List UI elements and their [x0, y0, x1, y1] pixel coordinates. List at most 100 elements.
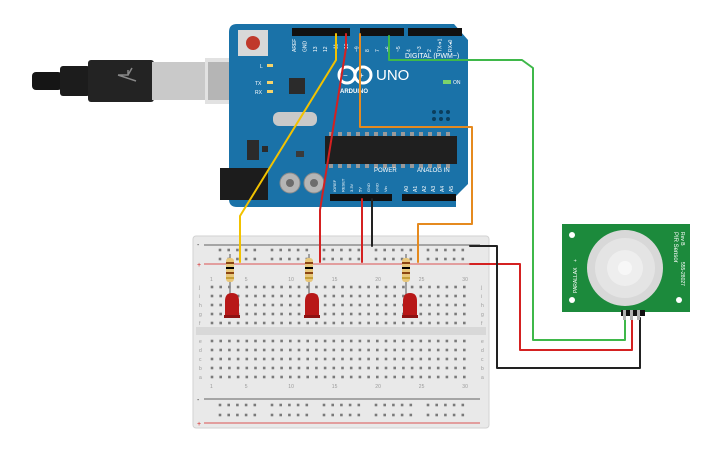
wire-black-sensor: [469, 245, 641, 369]
arduino-logo-icon: − +: [337, 65, 373, 85]
svg-text:-: -: [197, 397, 200, 404]
sensor-pin-plus: +: [573, 259, 579, 262]
column-label: 1: [210, 277, 213, 283]
power-pin-label: 3.3V: [349, 183, 354, 192]
analog-pin-label: A4: [440, 186, 446, 192]
top-pin-label: RX◂0: [448, 40, 454, 52]
header-digital: [408, 28, 462, 36]
column-label: 15: [332, 277, 338, 283]
svg-text:+: +: [197, 262, 201, 269]
top-pin-label: 8: [365, 49, 371, 52]
analog-pin-label: A0: [404, 186, 410, 192]
sensor-rev: Rev B: [679, 232, 685, 246]
resistors: [226, 254, 410, 296]
analog-pin-label: A2: [422, 186, 428, 192]
power-pin-label: IOREF: [332, 179, 337, 192]
header-power: [330, 194, 392, 201]
wire-green-signal: [388, 35, 626, 341]
column-label: 5: [245, 384, 248, 390]
power-pin-label: RESET: [341, 178, 346, 192]
top-pin-label: 2: [427, 49, 433, 52]
wire-yellow: [239, 33, 337, 263]
row-letter: g: [199, 312, 202, 318]
row-letter: d: [199, 348, 202, 354]
column-label: 25: [419, 277, 425, 283]
row-letter: h: [199, 303, 202, 309]
usb-icon: [117, 67, 137, 82]
row-letter: f: [199, 321, 201, 327]
wires: [239, 33, 641, 369]
column-label: 25: [419, 384, 425, 390]
column-label: 20: [375, 277, 381, 283]
brand-label: ARDUINO: [340, 89, 368, 95]
on-label: ON: [453, 80, 461, 86]
top-pin-label: AREF: [292, 39, 298, 52]
row-letter: c: [481, 357, 484, 363]
row-letter: j: [480, 285, 482, 291]
top-pin-label: 4: [406, 49, 412, 52]
row-letter: h: [481, 303, 484, 309]
column-label: 30: [462, 384, 468, 390]
analog-pin-label: A1: [413, 186, 419, 192]
column-label: 5: [245, 277, 248, 283]
rx-label: RX: [255, 90, 263, 96]
row-letter: e: [199, 339, 202, 345]
column-label: 15: [332, 384, 338, 390]
sensor-model: 555-28027: [679, 262, 685, 286]
row-letter: e: [481, 339, 484, 345]
row-letter: d: [481, 348, 484, 354]
tx-label: TX: [255, 81, 262, 87]
column-label: 30: [462, 277, 468, 283]
power-pin-label: GND: [366, 183, 371, 192]
row-letter: g: [481, 312, 484, 318]
row-letter: i: [481, 294, 482, 300]
sensor-title: PIR Sensor: [672, 232, 678, 263]
wire-red-sensor: [469, 263, 633, 351]
svg-text:+: +: [197, 421, 201, 428]
wire-orange: [359, 33, 473, 263]
svg-text:−: −: [343, 71, 348, 80]
resistor-2: [305, 254, 313, 296]
row-letter: b: [199, 366, 202, 372]
usb-cable: [32, 58, 237, 104]
top-pin-label: 13: [313, 46, 319, 52]
sensor-brand: PARALLAX: [573, 267, 579, 293]
svg-text:-: -: [197, 242, 200, 249]
row-letter: a: [481, 375, 484, 381]
analog-pin-label: A5: [449, 186, 455, 192]
crystal: [273, 112, 317, 126]
power-label: POWER: [374, 168, 397, 174]
row-letter: b: [481, 366, 484, 372]
column-label: 20: [375, 384, 381, 390]
column-label: 10: [288, 277, 294, 283]
header-left: [292, 28, 350, 36]
top-pin-label: GND: [302, 41, 308, 53]
top-pin-label: ~9: [354, 46, 360, 52]
top-pin-label: 7: [375, 49, 381, 52]
header-analog: [402, 194, 456, 201]
resistor-1: [226, 254, 234, 296]
resistor-3: [402, 254, 410, 296]
svg-text:+: +: [359, 71, 364, 80]
power-pin-label: Vin: [383, 186, 388, 192]
analog-pin-label: A3: [431, 186, 437, 192]
led-3: [402, 293, 418, 318]
power-pin-label: 5V: [358, 187, 363, 192]
top-pin-label: TX➔1: [438, 38, 444, 52]
row-letter: i: [199, 294, 200, 300]
atmega-chip: [325, 136, 457, 164]
column-label: 1: [210, 384, 213, 390]
top-pin-label: ~3: [417, 46, 423, 52]
power-pin-label: GND: [375, 183, 380, 192]
model-label: UNO: [376, 67, 409, 84]
led-2: [304, 293, 320, 318]
column-label: 10: [288, 384, 294, 390]
row-letter: c: [199, 357, 202, 363]
leds: [224, 293, 418, 318]
top-pin-label: ~5: [396, 46, 402, 52]
row-letter: j: [198, 285, 200, 291]
l-led-label: L: [260, 64, 263, 70]
